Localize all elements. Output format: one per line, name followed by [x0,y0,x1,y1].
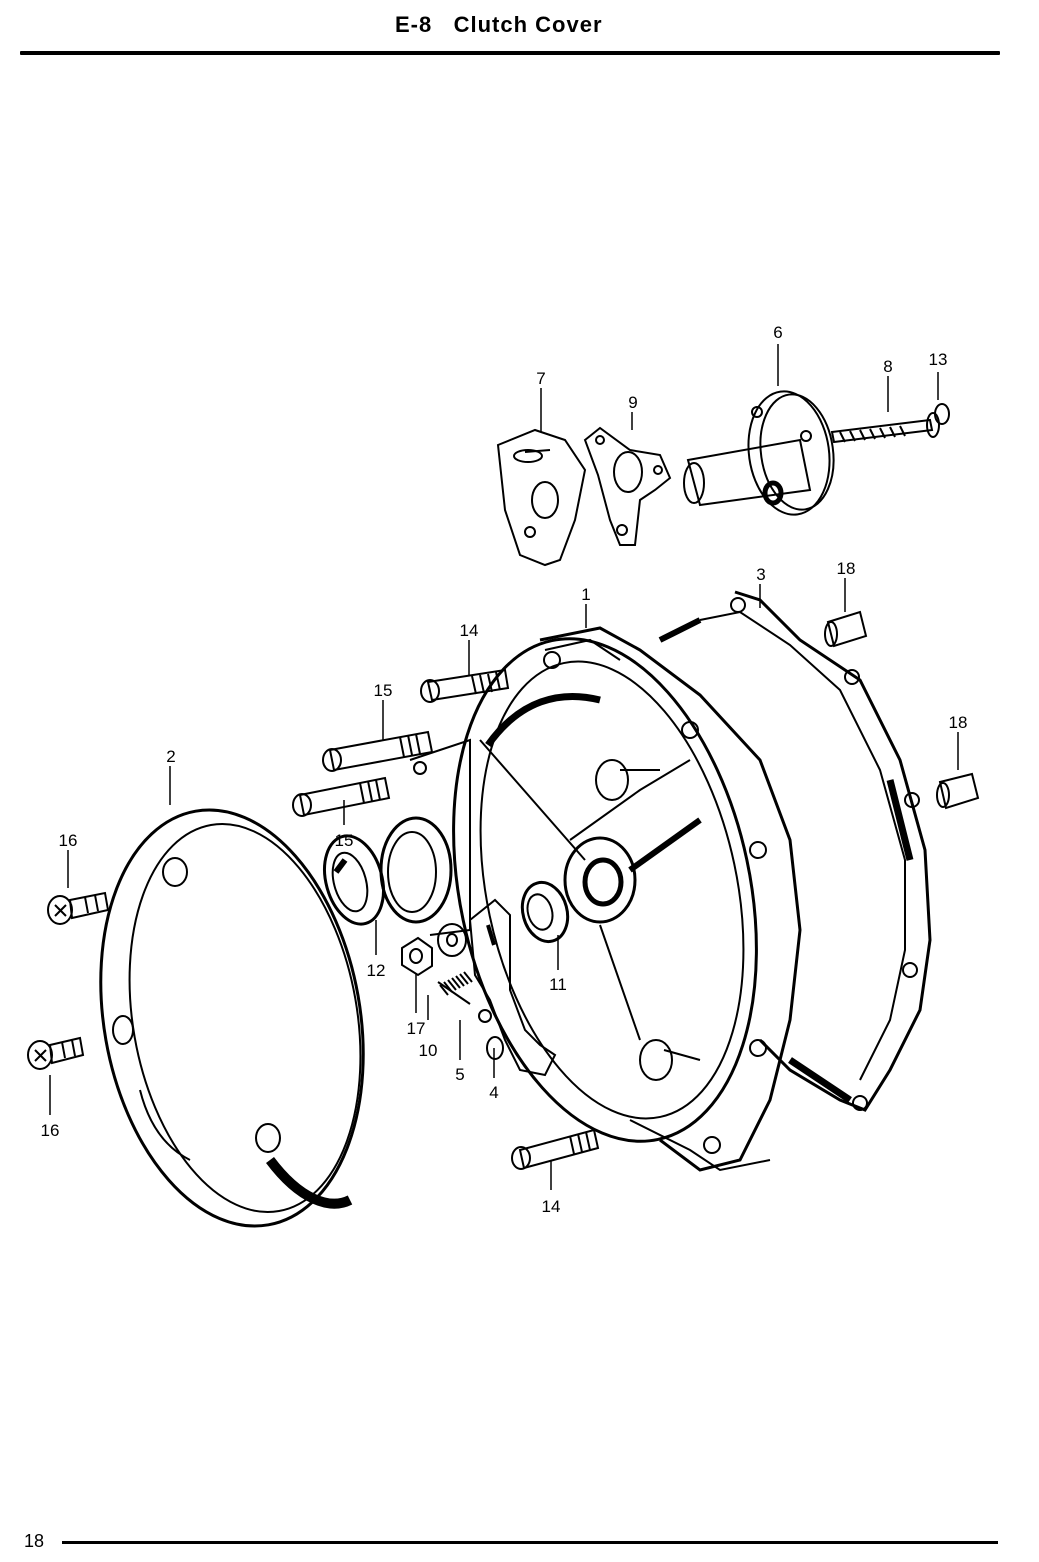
part-washer-nut [401,923,492,1023]
section-title: Clutch Cover [453,12,603,37]
part-adjusting-bolt [830,412,940,444]
page-footer: 18 [0,1510,1039,1562]
part-clutch-cover [379,626,802,1172]
callout-12: 12 [367,961,386,980]
callout-2: 2 [166,747,175,766]
part-spring [437,971,473,1005]
callout-3: 3 [756,565,765,584]
callout-leaders [49,344,959,1190]
callout-numbers: 1 2 3 4 5 6 7 8 9 10 11 12 13 14 14 15 1… [41,323,968,1216]
callout-4: 4 [489,1083,498,1102]
part-screws [27,668,600,1170]
callout-18-right: 18 [949,713,968,732]
page-header: E-8 Clutch Cover [0,8,1039,48]
callout-7: 7 [536,369,545,388]
callout-16-top: 16 [59,831,78,850]
callout-17: 17 [407,1019,426,1038]
callout-9: 9 [628,393,637,412]
header-divider [20,51,1000,55]
callout-14-top: 14 [460,621,479,640]
callout-1: 1 [581,585,590,604]
callout-10: 10 [419,1041,438,1060]
callout-5: 5 [455,1065,464,1084]
page-number: 18 [24,1531,45,1551]
part-lifter-flange [683,390,835,516]
callout-16-bottom: 16 [41,1121,60,1140]
part-lifter-cam [496,428,587,567]
callout-13: 13 [929,350,948,369]
callout-15-bottom: 15 [335,831,354,850]
part-clutch-arm [468,898,557,1077]
part-gasket [658,590,932,1112]
callout-15-top: 15 [374,681,393,700]
callout-11: 11 [549,975,567,994]
page-title: E-8 Clutch Cover [395,12,603,38]
callout-8: 8 [883,357,892,376]
part-lock-nut [934,403,950,425]
part-oil-seals [323,834,570,944]
callout-14-bottom: 14 [542,1197,561,1216]
part-outer-cover [99,808,365,1228]
callout-18-top: 18 [837,559,856,578]
footer-divider [62,1541,998,1544]
part-dowel-pins [824,610,980,810]
part-lifter-plate [583,426,672,546]
callout-6: 6 [773,323,782,342]
section-code: E-8 [395,12,433,37]
